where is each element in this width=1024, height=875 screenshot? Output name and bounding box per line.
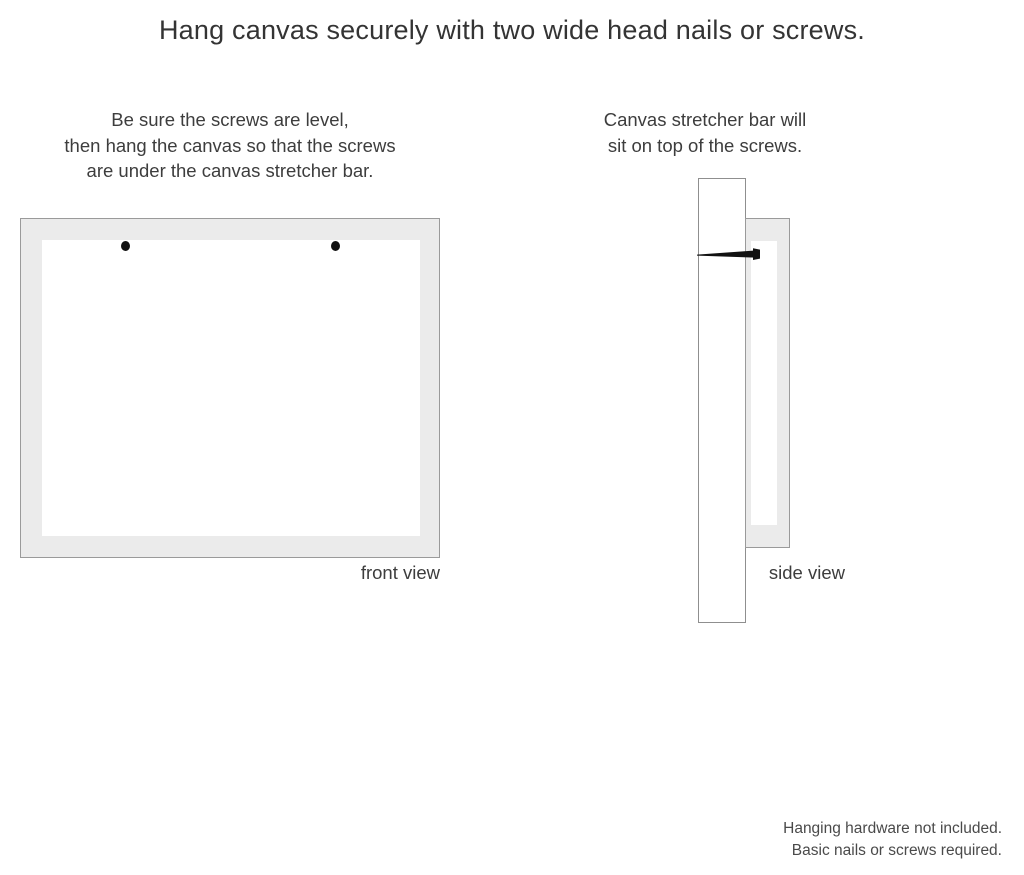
front-view-caption: Be sure the screws are level, then hang … [20, 107, 440, 184]
front-view-right-screw-icon [331, 241, 340, 251]
hardware-disclaimer-line-2: Basic nails or screws required. [791, 842, 1002, 859]
front-view-caption-line-3: are under the canvas stretcher bar. [86, 160, 374, 181]
front-view-caption-line-2: then hang the canvas so that the screws [64, 134, 396, 156]
side-view-label: side view [768, 562, 845, 583]
side-view-canvas-face [751, 241, 777, 525]
front-view-left-screw-icon [121, 241, 130, 251]
hardware-disclaimer-line-1: Hanging hardware not included. [783, 820, 1002, 837]
side-view-canvas-stretcher-bar [745, 218, 790, 548]
hardware-disclaimer: Hanging hardware not included. Basic nai… [582, 818, 1002, 862]
side-view-wall [698, 178, 746, 623]
side-view-caption-line-2: sit on top of the screws. [607, 134, 803, 156]
front-view-canvas-frame [20, 218, 440, 558]
side-view-caption: Canvas stretcher bar will sit on top of … [585, 107, 825, 158]
page-title: Hang canvas securely with two wide head … [158, 15, 865, 45]
front-view-canvas-face [42, 240, 420, 536]
front-view-caption-line-1: Be sure the screws are level, [111, 109, 349, 130]
side-view-caption-line-1: Canvas stretcher bar will [603, 109, 807, 130]
front-view-label: front view [360, 562, 440, 583]
